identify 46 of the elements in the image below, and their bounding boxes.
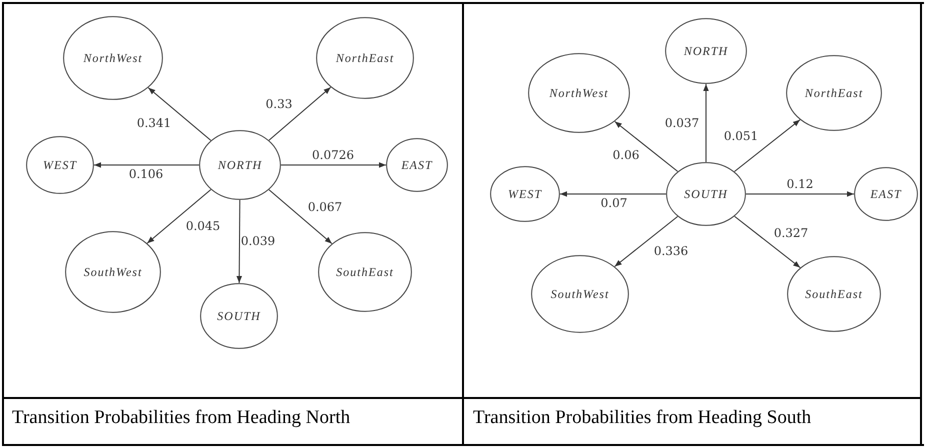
arrow <box>268 189 332 244</box>
edge-label: 0.045 <box>186 219 220 233</box>
edge-label: 0.327 <box>774 226 808 240</box>
edge-label: 0.051 <box>724 129 758 143</box>
state-ellipse: NorthEast <box>316 17 414 99</box>
state-ellipse: SOUTH <box>200 283 278 349</box>
arrow <box>734 119 800 172</box>
edge-label: 0.336 <box>654 244 688 258</box>
edge-label: 0.039 <box>240 234 276 248</box>
arrow <box>560 191 666 197</box>
arrow <box>280 162 386 168</box>
state-ellipse: EAST <box>386 138 448 192</box>
state-ellipse: NorthWest <box>528 53 630 133</box>
edge-label: 0.067 <box>308 200 342 214</box>
edge-label: 0.12 <box>786 177 814 191</box>
arrow <box>148 87 212 141</box>
arrow <box>614 216 678 267</box>
edge-label: 0.06 <box>612 148 640 162</box>
state-ellipse: SouthEast <box>318 232 412 312</box>
state-ellipse: WEST <box>26 136 94 194</box>
edge-label: 0.341 <box>136 116 172 130</box>
arrow <box>614 121 678 172</box>
state-ellipse: SouthWest <box>65 231 161 313</box>
state-ellipse: SouthEast <box>787 256 881 332</box>
state-ellipse: EAST <box>854 167 918 221</box>
arrow <box>94 162 200 168</box>
state-ellipse: NorthEast <box>786 55 882 131</box>
arrow <box>146 189 212 244</box>
table-cell-text: Transition Probabilities from Heading South <box>473 407 812 429</box>
edge-label: 0.0726 <box>312 148 354 162</box>
arrow <box>236 200 242 284</box>
edge-label: 0.07 <box>600 196 628 210</box>
state-ellipse: NORTH <box>199 130 281 200</box>
state-ellipse: SouthWest <box>531 255 629 333</box>
state-ellipse: WEST <box>490 166 560 222</box>
arrow <box>703 84 709 162</box>
edge-label: 0.106 <box>128 167 164 181</box>
state-ellipse: NorthWest <box>63 16 163 100</box>
edge-label: 0.037 <box>664 116 700 130</box>
arrow <box>746 191 854 197</box>
state-ellipse: NORTH <box>665 18 747 84</box>
state-ellipse: SOUTH <box>666 162 746 226</box>
arrow <box>268 86 332 141</box>
edge-label: 0.33 <box>266 97 292 111</box>
arrow <box>734 216 801 268</box>
table-cell-text: Transition Probabilities from Heading North <box>12 407 350 429</box>
